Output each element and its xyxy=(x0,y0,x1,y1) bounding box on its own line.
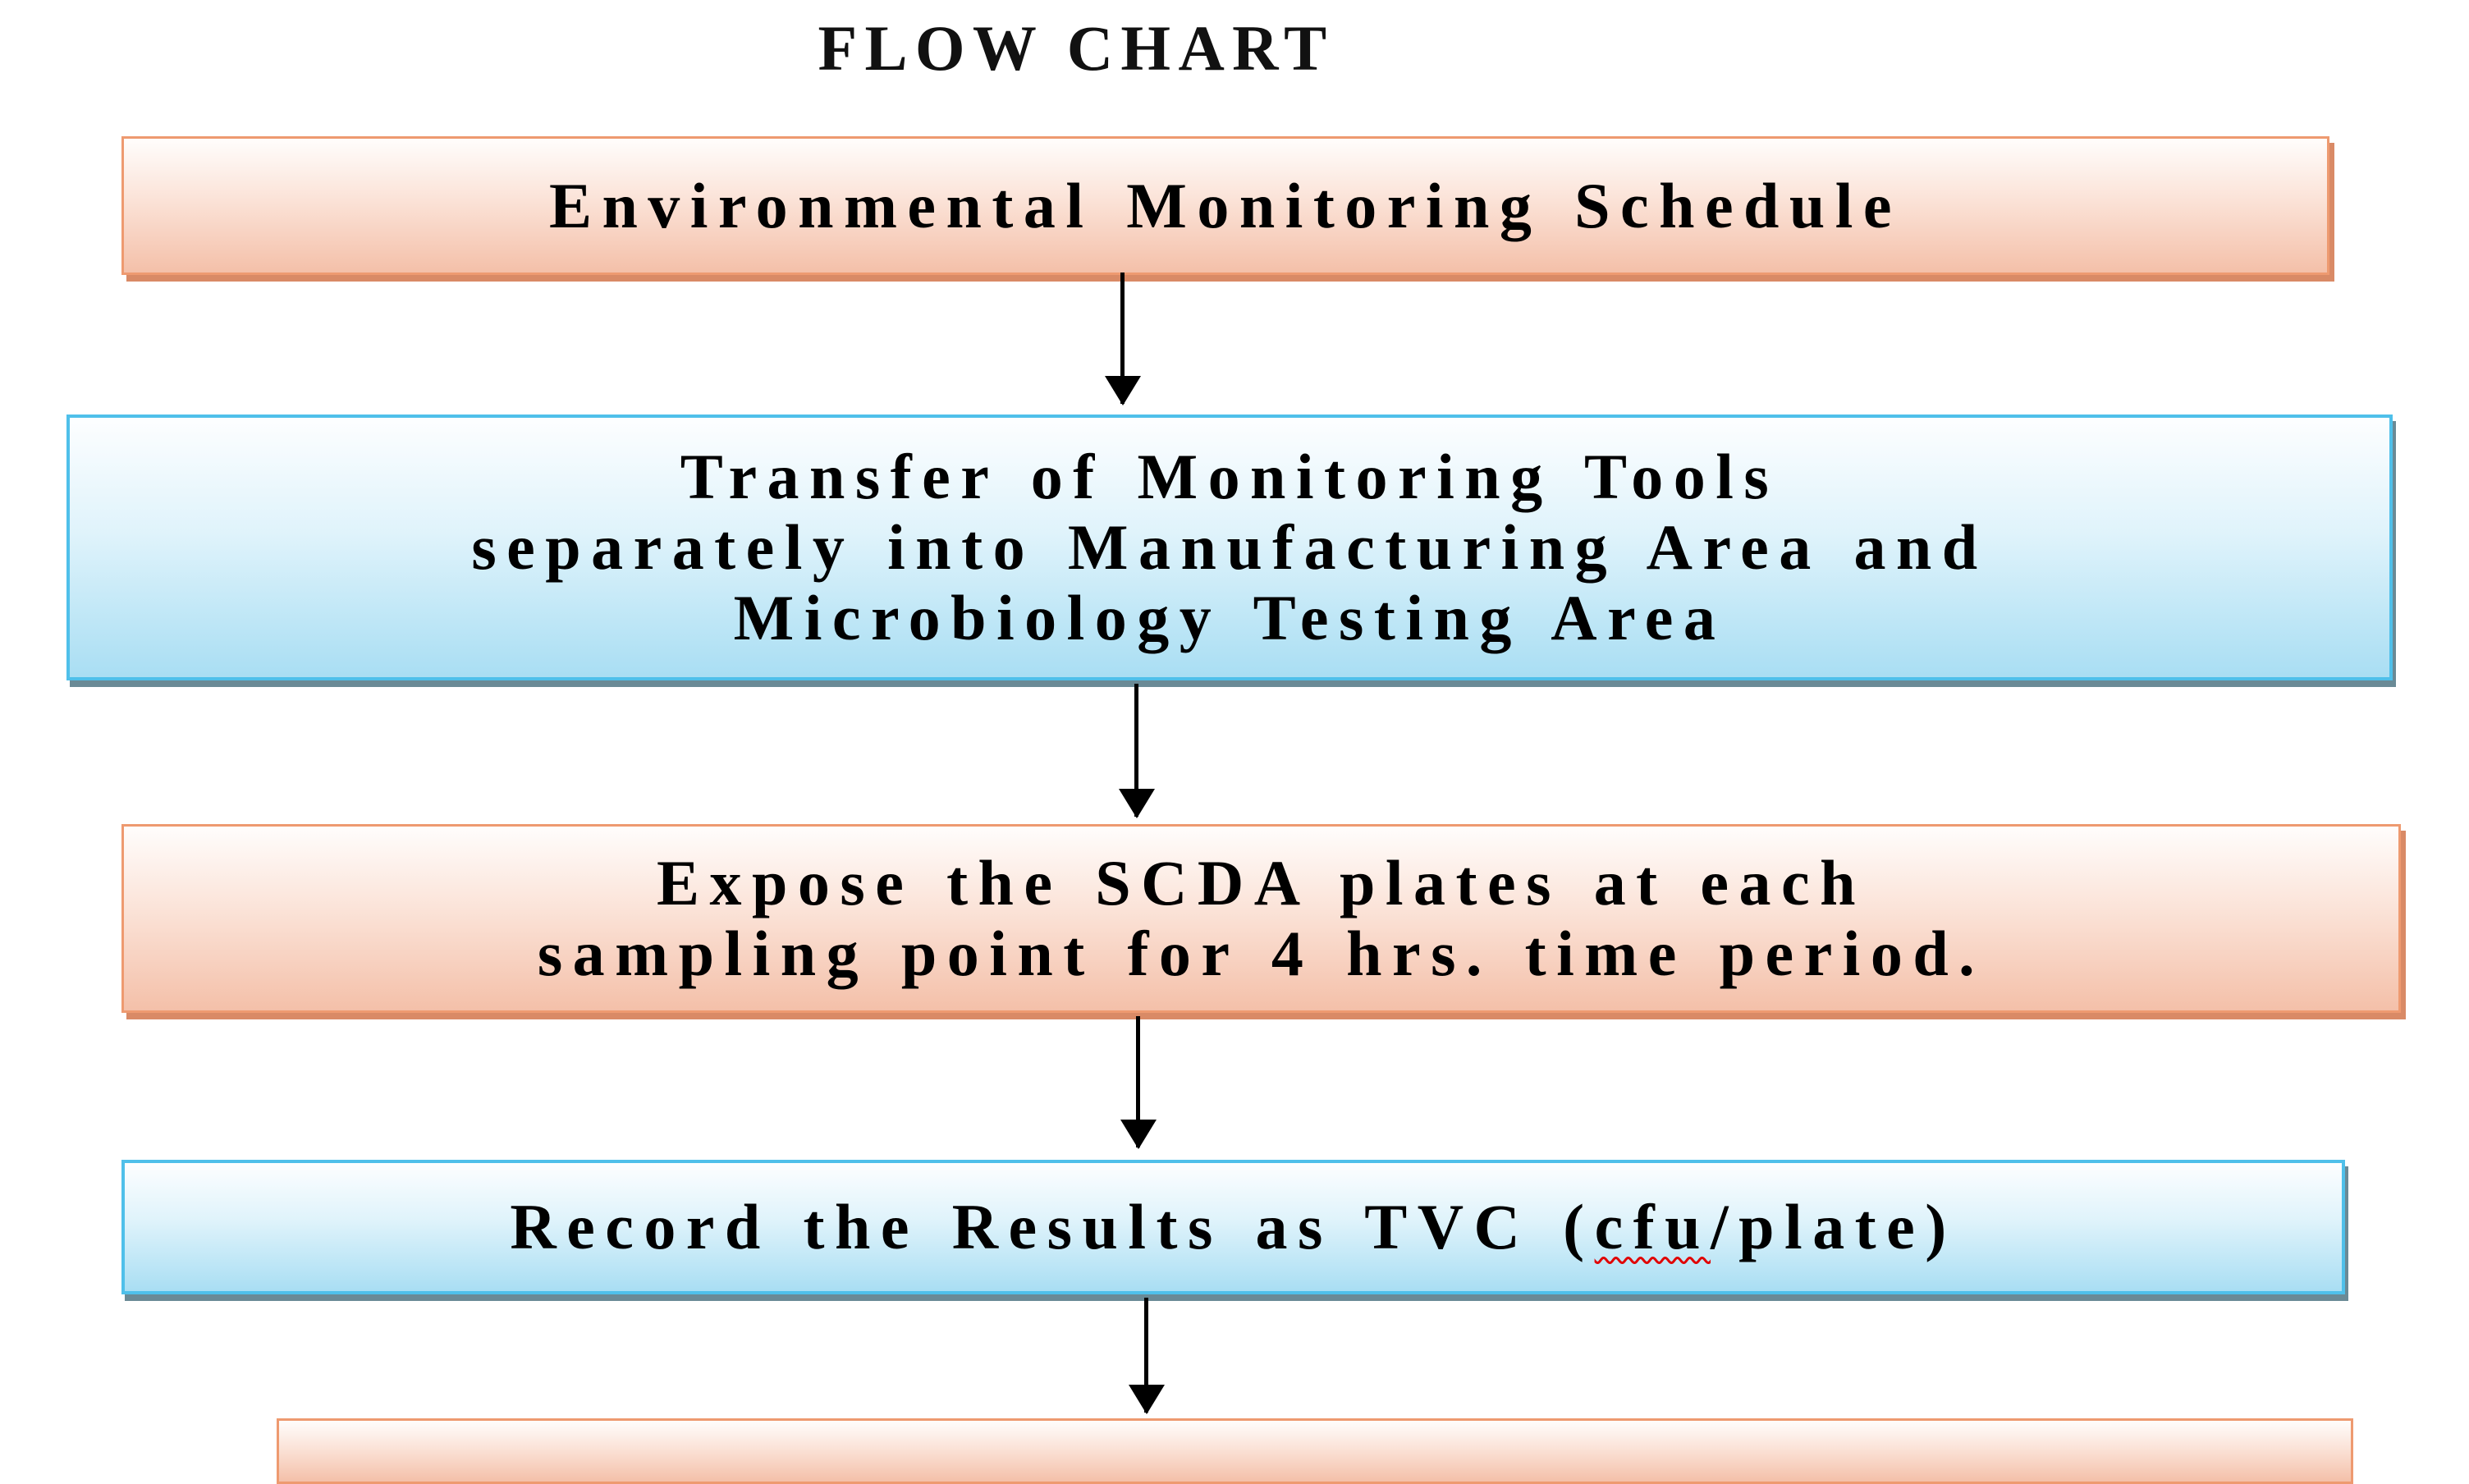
next-step-box-partial xyxy=(277,1418,2353,1484)
step-text-part: /plate) xyxy=(1711,1191,1957,1262)
step-text: Microbiology Testing Area xyxy=(733,582,1726,653)
arrow-down-icon xyxy=(1134,684,1138,817)
step-text: separately into Manufacturing Area and xyxy=(471,511,1988,583)
arrow-down-icon xyxy=(1144,1298,1148,1413)
step-text: Record the Results as TVC (cfu/plate) xyxy=(510,1192,1956,1262)
step-text: Environmental Monitoring Schedule xyxy=(548,169,1903,241)
step-record-results: Record the Results as TVC (cfu/plate) xyxy=(121,1160,2345,1294)
step-text: Expose the SCDA plates at each xyxy=(657,847,1866,918)
step-text: sampling point for 4 hrs. time period. xyxy=(537,918,1986,989)
arrow-down-icon xyxy=(1136,1016,1140,1147)
flowchart-title: FLOW CHART xyxy=(818,12,1335,84)
arrow-down-icon xyxy=(1120,273,1125,404)
step-expose-scda-plates: Expose the SCDA plates at each sampling … xyxy=(121,824,2401,1013)
step-text: Transfer of Monitoring Tools xyxy=(680,441,1780,512)
step-transfer-monitoring-tools: Transfer of Monitoring Tools separately … xyxy=(66,415,2393,680)
step-environmental-monitoring-schedule: Environmental Monitoring Schedule xyxy=(121,136,2329,275)
step-text-part: Record the Results as TVC ( xyxy=(510,1191,1595,1262)
spellcheck-flagged-word: cfu xyxy=(1594,1191,1711,1262)
